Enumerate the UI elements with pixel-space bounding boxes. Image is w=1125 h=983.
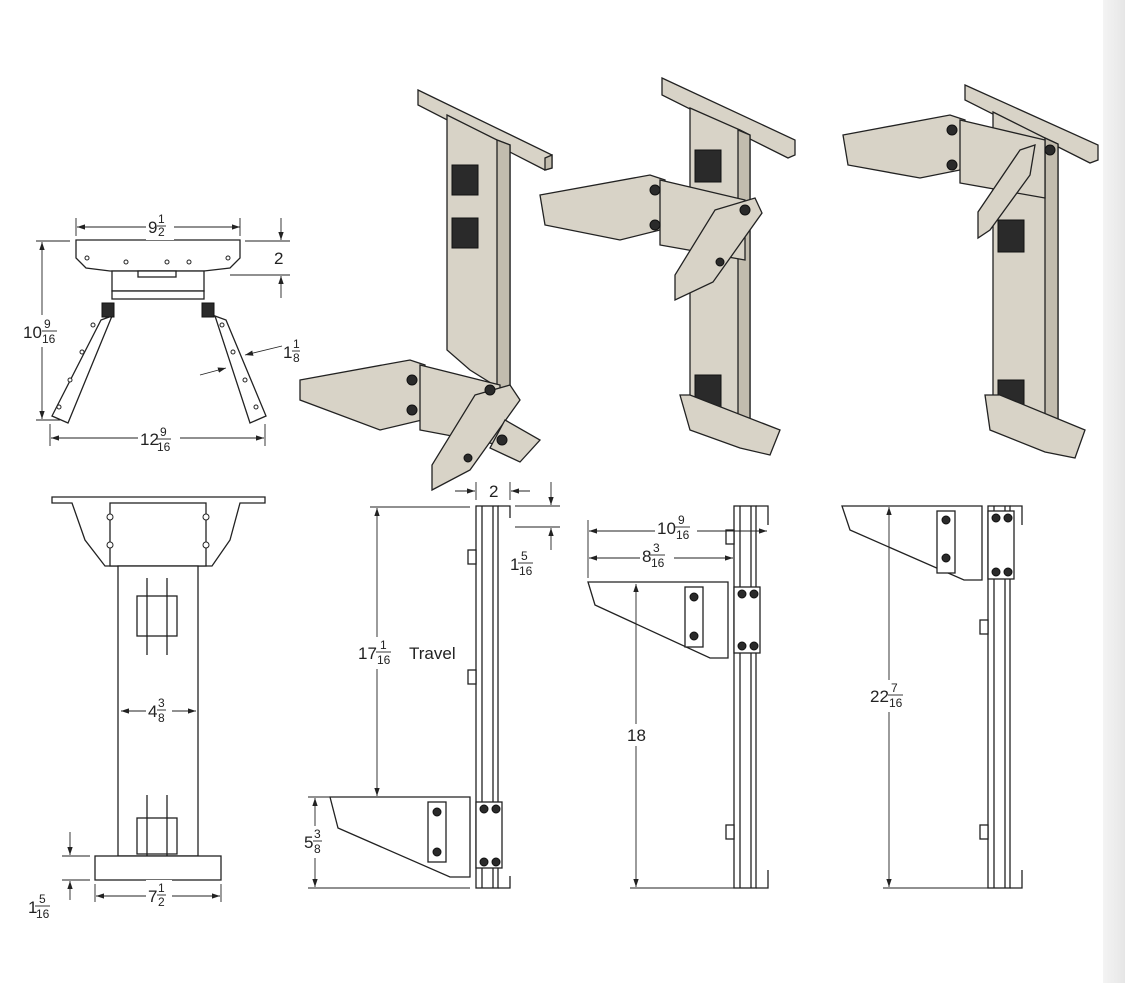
svg-text:16: 16 <box>889 696 903 710</box>
svg-text:8: 8 <box>314 842 321 856</box>
svg-text:1: 1 <box>380 638 387 652</box>
svg-text:7: 7 <box>891 681 898 695</box>
svg-text:8: 8 <box>158 711 165 725</box>
dim-post-depth: 2 <box>489 482 498 501</box>
svg-text:10: 10 <box>23 323 42 342</box>
svg-text:5: 5 <box>521 549 528 563</box>
svg-text:1: 1 <box>158 212 165 226</box>
svg-text:8: 8 <box>642 547 651 566</box>
svg-text:5: 5 <box>304 833 313 852</box>
svg-text:1: 1 <box>510 555 519 574</box>
svg-text:12: 12 <box>140 430 159 449</box>
fraction-bars <box>35 225 903 907</box>
svg-text:3: 3 <box>653 541 660 555</box>
svg-text:16: 16 <box>36 907 50 921</box>
svg-text:9: 9 <box>44 317 51 331</box>
svg-text:22: 22 <box>870 687 889 706</box>
isometric-view-mid-arm <box>539 76 796 456</box>
svg-text:5: 5 <box>39 892 46 906</box>
svg-text:17: 17 <box>358 644 377 663</box>
svg-text:4: 4 <box>148 702 157 721</box>
svg-text:7: 7 <box>148 887 157 906</box>
svg-text:1: 1 <box>158 881 165 895</box>
svg-text:16: 16 <box>42 332 56 346</box>
svg-text:1: 1 <box>28 898 37 917</box>
svg-text:3: 3 <box>314 827 321 841</box>
svg-text:9: 9 <box>160 425 167 439</box>
svg-text:16: 16 <box>519 564 533 578</box>
isometric-view-high-arm <box>842 83 1099 459</box>
svg-text:16: 16 <box>377 653 391 667</box>
svg-text:9: 9 <box>678 513 685 527</box>
svg-text:16: 16 <box>157 440 171 454</box>
svg-text:2: 2 <box>158 225 165 239</box>
svg-text:16: 16 <box>651 556 665 570</box>
svg-text:3: 3 <box>158 696 165 710</box>
svg-text:16: 16 <box>676 528 690 542</box>
travel-label: Travel <box>409 644 456 663</box>
svg-text:1: 1 <box>293 337 300 351</box>
svg-text:8: 8 <box>293 351 300 365</box>
svg-text:10: 10 <box>657 519 676 538</box>
dim-plate-depth: 2 <box>274 249 283 268</box>
svg-text:9: 9 <box>148 218 157 237</box>
scrollbar[interactable] <box>1103 0 1125 983</box>
svg-text:2: 2 <box>158 895 165 909</box>
dim-mid-height: 18 <box>627 726 646 745</box>
isometric-view-low-arm <box>299 88 553 492</box>
svg-text:1: 1 <box>283 343 292 362</box>
